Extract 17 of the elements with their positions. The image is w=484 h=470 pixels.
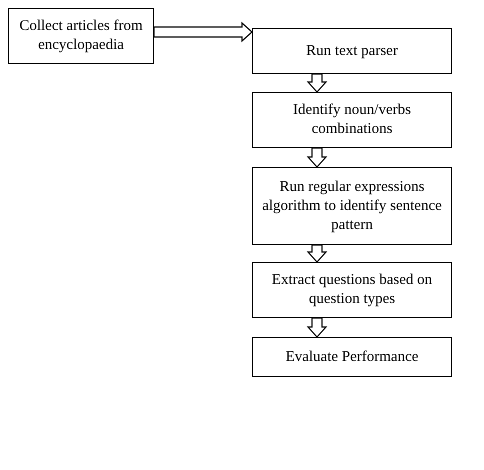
block-arrow bbox=[306, 147, 328, 168]
process-box bbox=[252, 262, 452, 318]
box-label: Extract questions based on question types bbox=[270, 271, 434, 309]
process-box bbox=[252, 337, 452, 377]
box-label: Run text parser bbox=[306, 42, 398, 60]
block-arrow bbox=[153, 22, 253, 42]
box-label: Evaluate Performance bbox=[286, 348, 418, 366]
box-label: Identify noun/verbs combinations bbox=[292, 101, 412, 139]
box-label: Run regular expressions algorithm to identify sentence pattern bbox=[261, 178, 443, 234]
process-box bbox=[252, 92, 452, 148]
block-arrow bbox=[306, 73, 328, 93]
process-box bbox=[252, 28, 452, 74]
block-arrow bbox=[306, 244, 328, 263]
box-label: Collect articles from encyclopaedia bbox=[18, 17, 144, 55]
block-arrow bbox=[306, 317, 328, 338]
process-box bbox=[8, 8, 154, 64]
process-box bbox=[252, 167, 452, 245]
